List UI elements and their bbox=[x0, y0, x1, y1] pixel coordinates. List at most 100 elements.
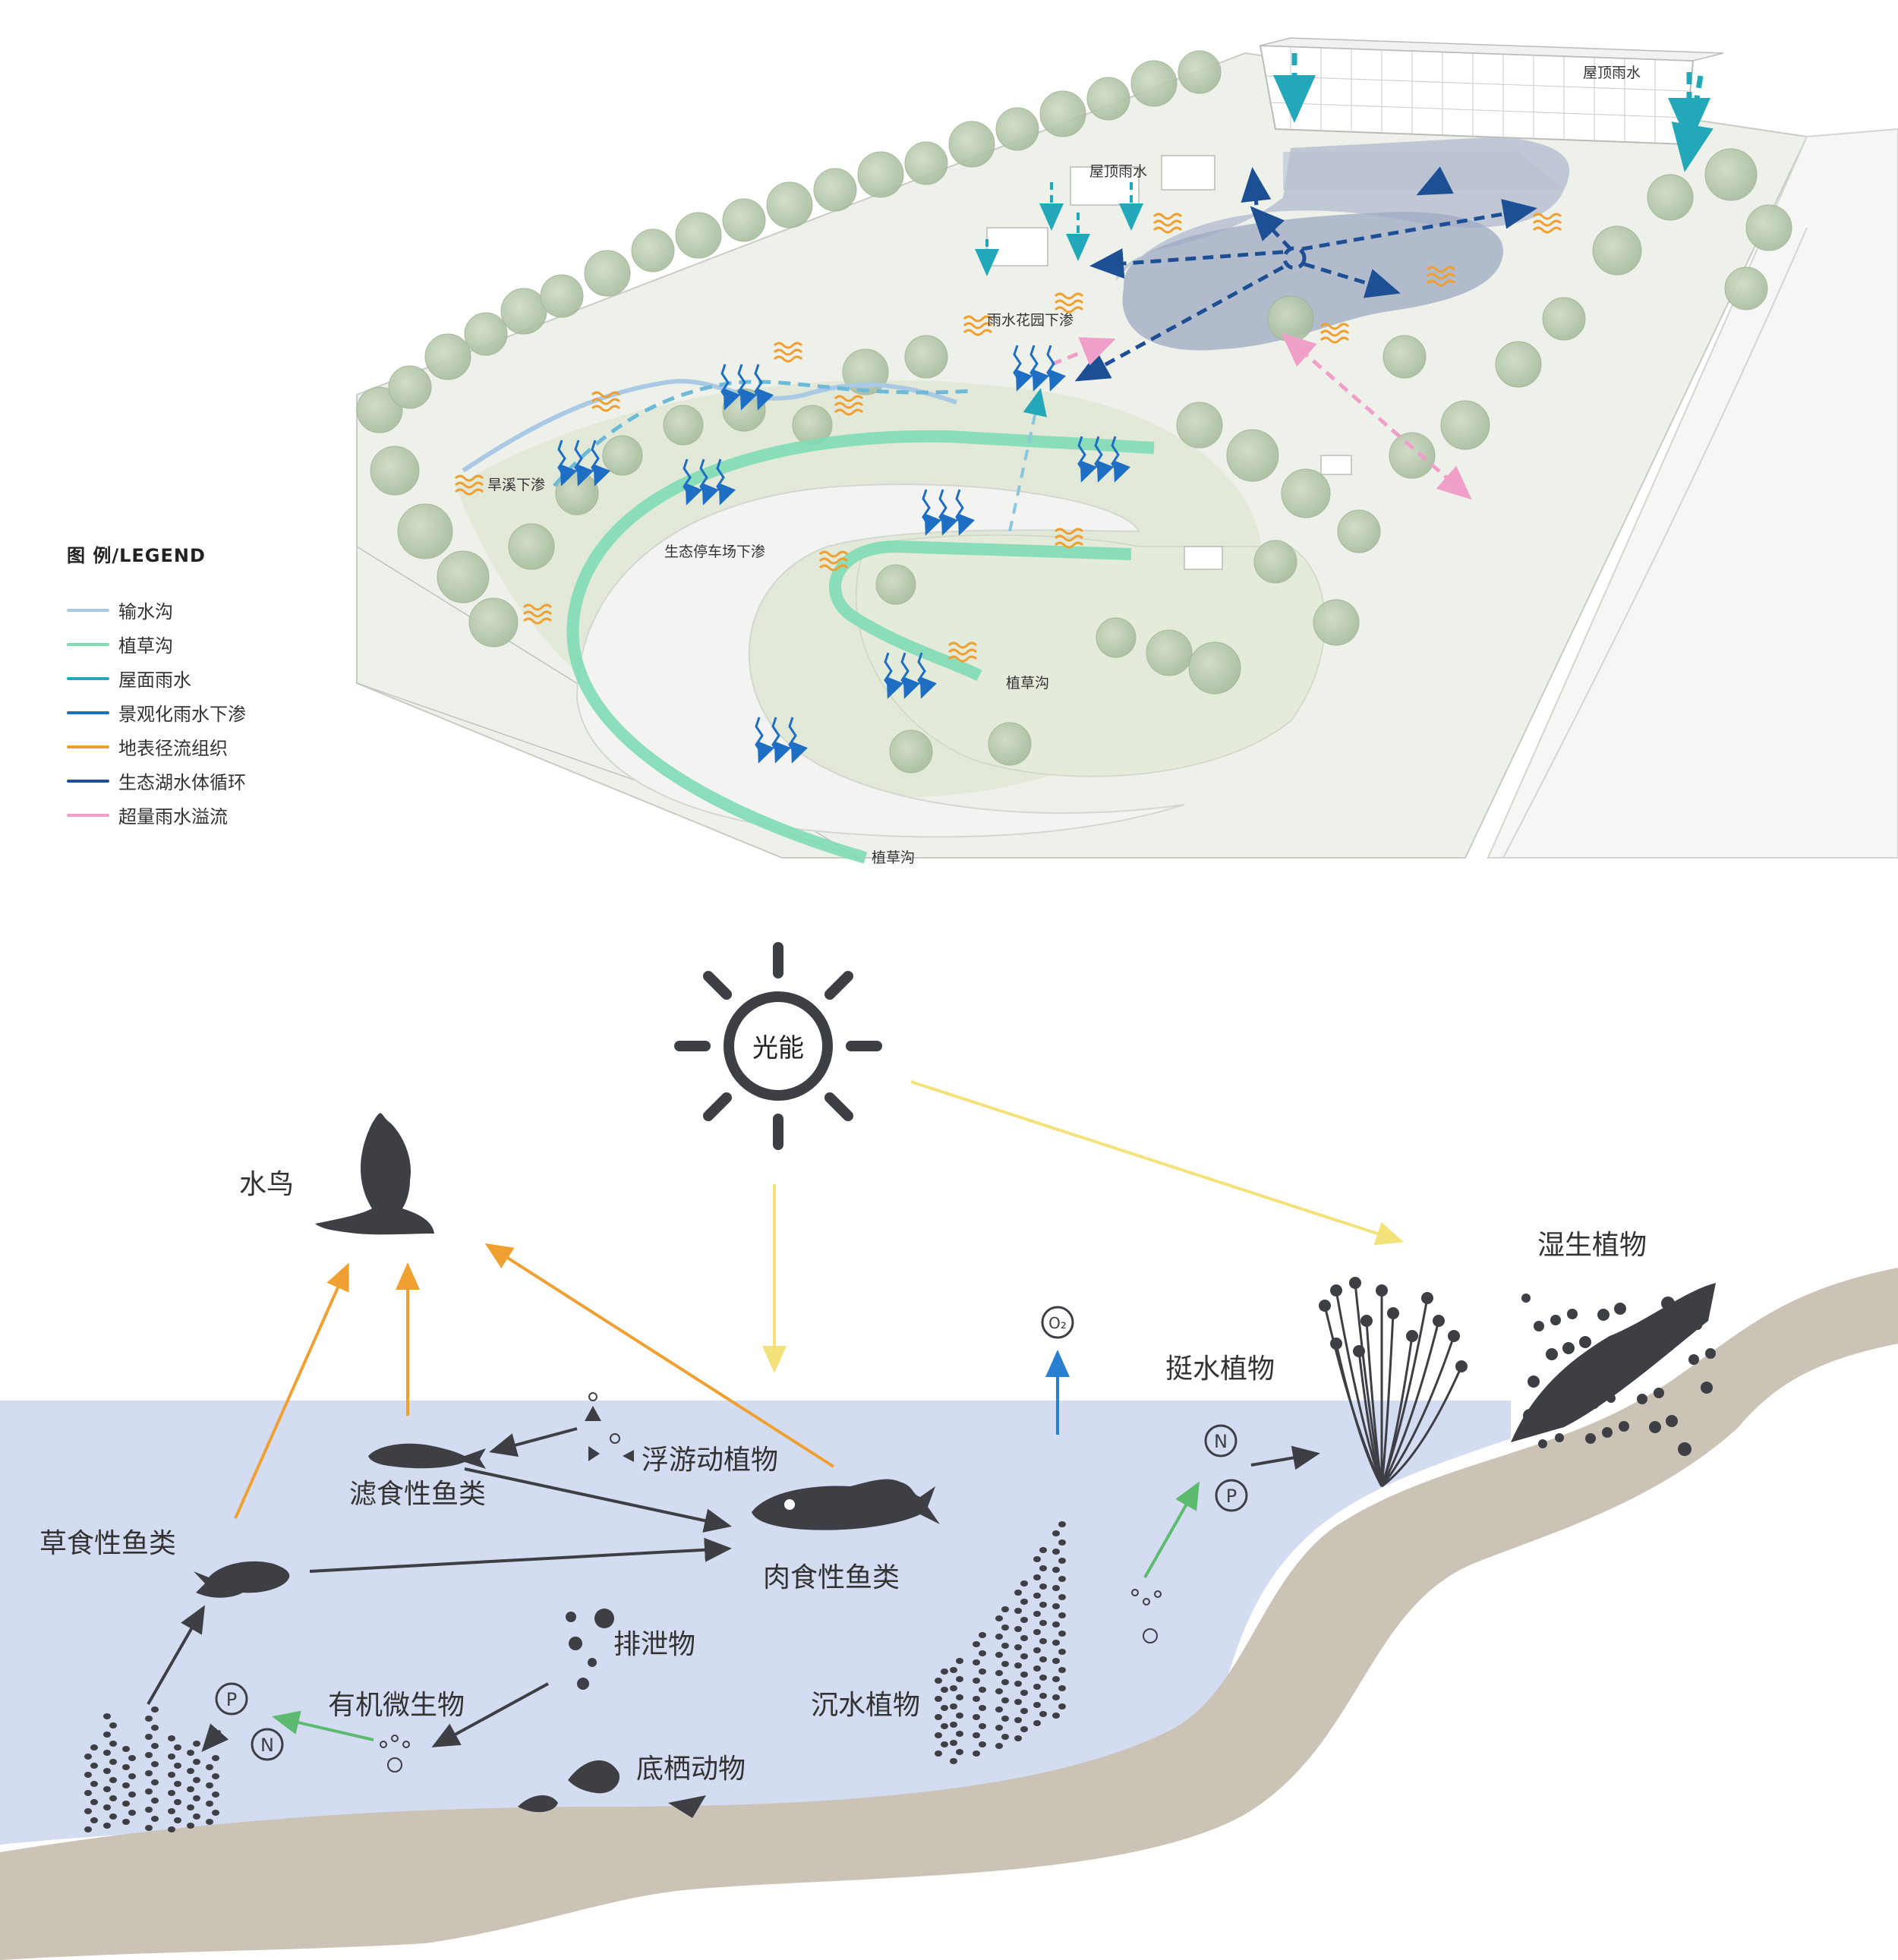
tree bbox=[1176, 402, 1223, 449]
reed-stem bbox=[1335, 1343, 1383, 1487]
tree bbox=[988, 722, 1032, 766]
infiltration-arrow bbox=[716, 458, 736, 506]
reed-head bbox=[1448, 1330, 1460, 1342]
energy-arrows bbox=[762, 1080, 1404, 1373]
tree bbox=[889, 729, 933, 774]
runoff-mark bbox=[1426, 273, 1456, 280]
seaweed-leaf bbox=[956, 1731, 963, 1737]
seaweed-leaf bbox=[1033, 1593, 1041, 1599]
benthic-animals-icon bbox=[518, 1760, 706, 1818]
seaweed-leaf bbox=[1052, 1530, 1060, 1536]
runoff-mark bbox=[1532, 213, 1562, 220]
seaweed-leaf bbox=[1052, 1640, 1060, 1646]
runoff-mark bbox=[1054, 292, 1084, 300]
seaweed-leaf bbox=[1020, 1672, 1028, 1678]
seaweed-leaf bbox=[1020, 1726, 1028, 1732]
seaweed-leaf bbox=[84, 1754, 92, 1760]
n-symbol-right: N bbox=[1214, 1431, 1228, 1452]
grass-swale-small bbox=[829, 540, 1132, 682]
seaweed-leaf bbox=[151, 1743, 159, 1749]
runoff-mark bbox=[1532, 219, 1562, 227]
infiltration-arrow bbox=[755, 717, 775, 764]
seaweed-leaf bbox=[128, 1810, 136, 1816]
wetland-leaf bbox=[1521, 1294, 1531, 1303]
seaweed-leaf bbox=[1039, 1583, 1047, 1590]
seaweed-leaf bbox=[1052, 1621, 1060, 1628]
runoff-mark bbox=[1152, 213, 1183, 220]
runoff-mark bbox=[591, 391, 621, 399]
tree bbox=[1130, 60, 1178, 107]
seaweed-leaf bbox=[935, 1678, 942, 1684]
wetland-leaf bbox=[1534, 1321, 1544, 1331]
seaweed-leaf bbox=[187, 1750, 194, 1756]
tree bbox=[1226, 429, 1279, 482]
bird-label: 水鸟 bbox=[239, 1169, 294, 1200]
seaweed-leaf bbox=[1033, 1611, 1041, 1617]
tree bbox=[1383, 335, 1427, 379]
infiltration-arrow bbox=[917, 652, 938, 699]
infiltration-arrow bbox=[1077, 436, 1098, 483]
reed-stem bbox=[1357, 1350, 1383, 1487]
seaweed-leaf bbox=[174, 1799, 181, 1805]
seaweed-leaf bbox=[122, 1801, 130, 1807]
seaweed-leaf bbox=[1033, 1556, 1041, 1562]
runoff-mark bbox=[522, 603, 553, 611]
seaweed-leaf bbox=[168, 1772, 175, 1778]
legend-swatch bbox=[67, 676, 109, 680]
seaweed-leaf bbox=[1052, 1658, 1060, 1664]
seaweed-leaf bbox=[1001, 1606, 1009, 1612]
wetland-leaf bbox=[1597, 1309, 1610, 1321]
infiltration-arrow bbox=[1029, 345, 1050, 392]
seaweed-leaf bbox=[84, 1808, 92, 1814]
tree bbox=[540, 274, 584, 318]
building bbox=[1259, 37, 1724, 146]
seaweed-leaf bbox=[187, 1823, 194, 1829]
wetland-leaf bbox=[1555, 1433, 1564, 1442]
nutrient-n-right: N bbox=[1204, 1424, 1237, 1457]
runoff-mark bbox=[1152, 219, 1183, 227]
seaweed-leaf bbox=[212, 1755, 219, 1761]
seaweed-leaf bbox=[1001, 1697, 1009, 1703]
seaweed-leaf bbox=[145, 1734, 153, 1740]
food-chain-arrows bbox=[234, 1243, 835, 1519]
seaweed-leaf bbox=[90, 1763, 98, 1769]
seaweed-leaf bbox=[1020, 1635, 1028, 1641]
seaweed-leaf bbox=[1052, 1549, 1060, 1555]
infiltration-arrow bbox=[737, 364, 758, 411]
conveyance-channel bbox=[462, 379, 957, 473]
runoff-mark bbox=[773, 342, 803, 349]
seaweed-leaf bbox=[995, 1725, 1003, 1731]
seaweed-leaf bbox=[212, 1791, 219, 1798]
runoff-mark bbox=[1054, 534, 1084, 542]
infiltration-arrow bbox=[922, 489, 942, 536]
reed-head bbox=[1360, 1315, 1373, 1327]
seaweed-leaf bbox=[1058, 1594, 1066, 1600]
reed-head bbox=[1433, 1315, 1445, 1327]
tree bbox=[1745, 204, 1792, 251]
seaweed-leaf bbox=[90, 1799, 98, 1805]
seaweed-leaf bbox=[193, 1759, 200, 1765]
emergent-plants-label: 挺水植物 bbox=[1165, 1353, 1275, 1385]
seaweed-leaf bbox=[1033, 1665, 1041, 1672]
infiltration-arrow bbox=[900, 652, 921, 699]
sun-icon: 光能 bbox=[674, 942, 882, 1150]
reed-stem bbox=[1380, 1335, 1455, 1487]
runoff-marks bbox=[454, 213, 1562, 663]
infiltration-arrow bbox=[574, 440, 594, 487]
submerged-plants-label: 沉水植物 bbox=[811, 1690, 920, 1721]
legend-item: 屋面雨水 bbox=[67, 661, 317, 695]
reed-stem bbox=[1380, 1320, 1440, 1487]
seaweed-leaf bbox=[122, 1746, 130, 1752]
seaweed-leaf bbox=[950, 1740, 957, 1746]
seaweed-leaf bbox=[1020, 1653, 1028, 1659]
seaweed-leaf bbox=[1058, 1576, 1066, 1582]
reed-head bbox=[1376, 1284, 1388, 1297]
p-symbol-right: P bbox=[1226, 1486, 1237, 1507]
legend-item: 超量雨水溢流 bbox=[67, 798, 317, 832]
reed-head bbox=[1330, 1338, 1342, 1350]
runoff-mark bbox=[454, 474, 484, 482]
seaweed-leaf bbox=[1033, 1684, 1041, 1690]
legend: 图 例/LEGEND 输水沟植草沟屋面雨水景观化雨水下渗地表径流组织生态湖水体循… bbox=[67, 540, 317, 832]
tree bbox=[631, 228, 675, 273]
label-swale-bottom: 植草沟 bbox=[872, 849, 915, 866]
